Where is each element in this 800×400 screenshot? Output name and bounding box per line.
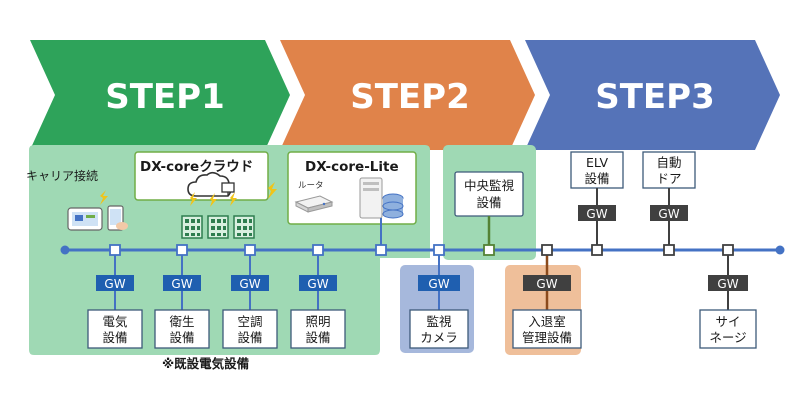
svg-text:GW: GW (307, 277, 328, 291)
cloud-box-title: DX-coreクラウド (140, 159, 253, 175)
hvac-device: 空調 設備 (222, 309, 278, 349)
svg-text:設備: 設備 (584, 171, 609, 186)
svg-text:サイ: サイ (715, 314, 740, 329)
router-icon (294, 195, 334, 213)
router-label: ルータ (298, 181, 324, 191)
svg-text:ELV: ELV (586, 155, 608, 170)
svg-text:ドア: ドア (656, 171, 681, 186)
step1-arrow (30, 40, 290, 150)
elv-device: ELV 設備 (570, 151, 624, 189)
svg-text:GW: GW (171, 277, 192, 291)
step2-label: STEP2 (350, 77, 469, 117)
svg-text:管理設備: 管理設備 (522, 330, 572, 345)
svg-text:設備: 設備 (237, 330, 262, 345)
svg-text:GW: GW (586, 207, 607, 221)
svg-text:GW: GW (536, 277, 557, 291)
svg-text:設備: 設備 (169, 330, 194, 345)
svg-text:設備: 設備 (305, 330, 330, 345)
svg-text:自動: 自動 (656, 155, 681, 170)
central-line1: 中央監視 (464, 178, 515, 193)
svg-text:衛生: 衛生 (169, 314, 194, 329)
elv-gateway: GW (578, 205, 616, 221)
svg-text:照明: 照明 (305, 314, 330, 329)
svg-text:空調: 空調 (237, 314, 262, 329)
bus-junctions (109, 244, 734, 256)
svg-text:GW: GW (428, 277, 449, 291)
svg-text:カメラ: カメラ (420, 330, 458, 345)
lighting-device: 照明 設備 (290, 309, 346, 349)
auto-door-device: 自動 ドア (642, 151, 696, 189)
signage-gateway: GW (708, 275, 748, 291)
carrier-label: キャリア接続 (26, 168, 98, 183)
access-device: 入退室 管理設備 (512, 309, 582, 349)
hvac-gateway: GW (231, 275, 269, 291)
bus-end-right (775, 245, 785, 255)
cloud-icon (187, 171, 235, 197)
svg-text:GW: GW (239, 277, 260, 291)
svg-text:電気: 電気 (102, 314, 127, 329)
camera-gateway: GW (418, 275, 460, 291)
existing-equipment-note: ※既設電気設備 (162, 356, 250, 371)
lightning-icon (100, 190, 108, 205)
svg-text:ネージ: ネージ (709, 330, 746, 345)
svg-text:GW: GW (658, 207, 679, 221)
building-icon (207, 215, 229, 239)
sanitary-device: 衛生 設備 (154, 309, 210, 349)
signage-device: サイ ネージ (699, 309, 757, 349)
camera-device: 監視 カメラ (409, 309, 469, 349)
central-line2: 設備 (476, 195, 501, 210)
lighting-gateway: GW (299, 275, 337, 291)
svg-text:設備: 設備 (102, 330, 127, 345)
step3-label: STEP3 (595, 77, 714, 117)
lite-box-title: DX-core-Lite (305, 159, 399, 175)
building-icon (181, 215, 203, 239)
sanitary-gateway: GW (163, 275, 201, 291)
server-icon (359, 177, 404, 219)
building-icon (233, 215, 255, 239)
svg-text:監視: 監視 (426, 314, 452, 329)
svg-text:GW: GW (717, 277, 738, 291)
electric-device: 電気 設備 (87, 309, 143, 349)
svg-text:GW: GW (104, 277, 125, 291)
step3-arrow (525, 40, 780, 150)
tablet-icon (67, 207, 103, 231)
lightning-icon (190, 192, 237, 207)
electric-gateway: GW (96, 275, 134, 291)
step2-arrow (280, 40, 535, 150)
step1-label: STEP1 (105, 77, 224, 117)
auto-door-gateway: GW (650, 205, 688, 221)
access-gateway: GW (523, 275, 571, 291)
smartphone-icon (107, 205, 128, 231)
lightning-icon (268, 182, 277, 199)
svg-text:入退室: 入退室 (528, 314, 566, 329)
bus-end-left (60, 245, 70, 255)
step-arrows: STEP1 STEP2 STEP3 (30, 40, 780, 150)
